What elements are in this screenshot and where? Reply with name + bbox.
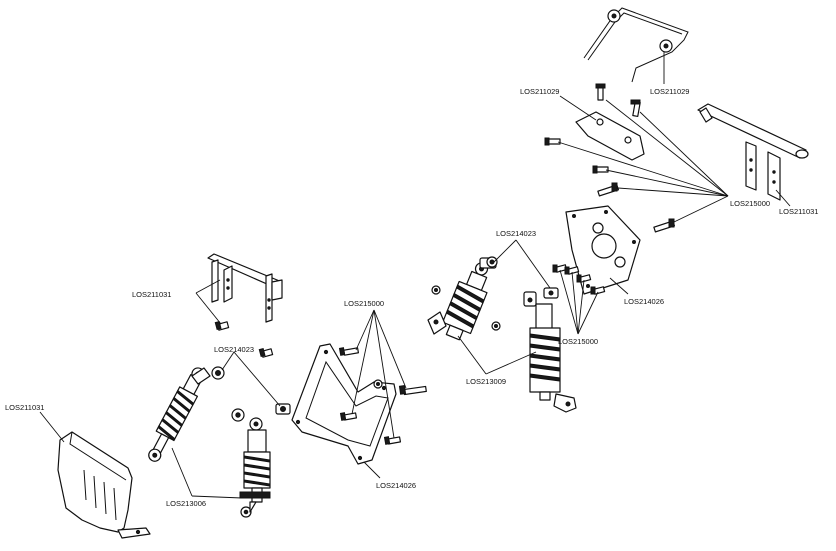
screw-mid-3 (398, 385, 427, 396)
shock-absorber-right-2 (523, 291, 577, 413)
ball-stud-left-1 (211, 366, 225, 380)
label-los214023-right: LOS214023 (496, 229, 536, 238)
servo-mount-plate (575, 111, 645, 161)
front-bumper-part (57, 431, 151, 539)
label-los215000-top: LOS215000 (730, 199, 770, 208)
leader-lines (39, 52, 791, 499)
shock-tower-right (565, 205, 641, 295)
label-los214026-mid: LOS214026 (376, 481, 416, 490)
screw-mid-2 (339, 412, 358, 421)
shock-absorber-left-1 (148, 367, 211, 462)
shock-absorber-left-2 (239, 417, 271, 518)
nut-right-2 (491, 321, 501, 331)
nut-left (231, 408, 245, 422)
part-labels: LOS211031 LOS214023 LOS211031 LOS213006 … (5, 87, 818, 508)
label-los215000-right: LOS215000 (558, 337, 598, 346)
ball-stud-left-2 (275, 403, 291, 415)
servo-saver-rod (583, 7, 689, 83)
screw-left-2 (258, 347, 274, 358)
shock-tower-middle (291, 343, 397, 465)
label-los214023-left: LOS214023 (214, 345, 254, 354)
screw-left-1 (214, 320, 230, 331)
label-los215000-mid: LOS215000 (344, 299, 384, 308)
label-los211029-mount: LOS211029 (520, 87, 559, 96)
ball-stud-right-2 (543, 287, 559, 299)
label-los211031-rear: LOS211031 (779, 207, 818, 216)
label-los211029-rod: LOS211029 (650, 87, 689, 96)
shock-absorber-right-1 (427, 262, 489, 341)
label-los211031-body-post: LOS211031 (132, 290, 171, 299)
body-post-mount-left (207, 253, 283, 323)
ball-stud-right-1 (479, 256, 498, 269)
screw-mid-4 (383, 436, 402, 445)
label-los213006: LOS213006 (166, 499, 206, 508)
screw-mid-1 (338, 347, 360, 356)
rear-bumper-mount (697, 103, 809, 201)
label-los213009: LOS213009 (466, 377, 506, 386)
screws-top-cluster (544, 83, 676, 233)
label-los214026-right: LOS214026 (624, 297, 664, 306)
nut-right-1 (431, 285, 441, 295)
screws-right-cluster (552, 264, 606, 295)
nut-mid (373, 379, 383, 389)
label-los211031-front-bumper: LOS211031 (5, 403, 44, 412)
